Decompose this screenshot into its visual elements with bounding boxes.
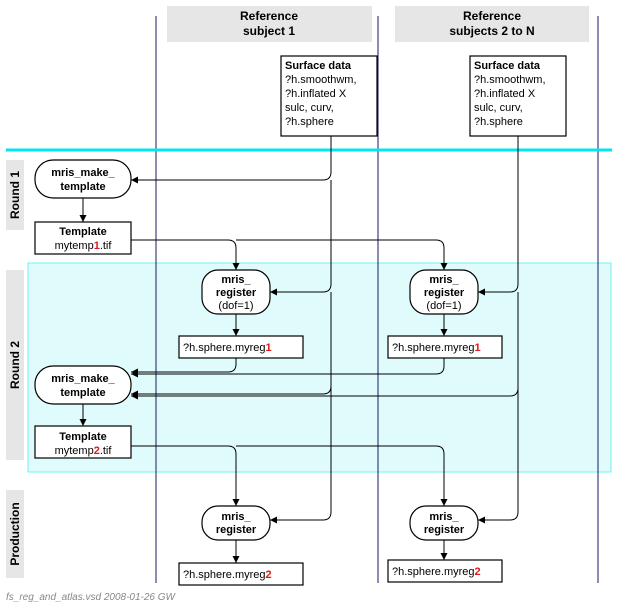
register-subject1-round2: mris_ register (dof=1): [201, 269, 271, 315]
svg-text:Surface data: Surface data: [285, 60, 352, 72]
make-template-round2: mris_make_ template: [34, 365, 132, 405]
svg-text:template: template: [60, 181, 105, 193]
svg-text:(dof=1): (dof=1): [426, 300, 461, 312]
edge: [131, 358, 445, 378]
production-label: Production: [8, 502, 22, 565]
svg-text:register: register: [424, 287, 465, 299]
svg-text:register: register: [216, 287, 257, 299]
header-subject1: [167, 6, 372, 42]
register-subjects-n-production: mris_ register: [409, 505, 479, 541]
svg-text:?h.inflated X: ?h.inflated X: [474, 88, 536, 100]
edge: [478, 136, 519, 296]
svg-text:mris_: mris_: [429, 274, 459, 286]
edge: [131, 292, 519, 400]
round2-label-box: [6, 270, 24, 460]
svg-text:?h.sphere: ?h.sphere: [474, 116, 523, 128]
round1-label-box: [6, 160, 24, 230]
surface-data-subjects-n: Surface data ?h.smoothwm, ?h.inflated X …: [469, 55, 567, 137]
svg-text:mris_make_: mris_make_: [51, 167, 115, 179]
edge: [131, 239, 240, 270]
sphere-reg-subject1-round2: ?h.sphere.myreg1: [178, 335, 304, 359]
header-subjects-n-line2: subjects 2 to N: [449, 24, 534, 38]
production-label-box: [6, 490, 24, 578]
edge: [236, 239, 448, 270]
make-template-round1: mris_make_ template: [34, 159, 132, 199]
template-round2: Template mytemp2.tif: [34, 425, 132, 459]
register-subject1-production: mris_ register: [201, 505, 271, 541]
sphere-reg-subjects-n-round2: ?h.sphere.myreg1: [387, 335, 503, 359]
svg-text:mris_: mris_: [429, 511, 459, 523]
svg-text:Template: Template: [59, 431, 106, 443]
footer-caption: fs_reg_and_atlas.vsd 2008-01-26 GW: [6, 592, 177, 603]
svg-text:(dof=1): (dof=1): [218, 300, 253, 312]
svg-text:?h.sphere.myreg1: ?h.sphere.myreg1: [392, 342, 481, 354]
svg-text:Template: Template: [59, 226, 106, 238]
edges: [79, 136, 519, 563]
header-subject1-line1: Reference: [240, 9, 298, 23]
template-round1: Template mytemp1.tif: [34, 221, 132, 255]
round2-label: Round 2: [8, 341, 22, 389]
edge: [270, 292, 332, 524]
header-subjects-n: [395, 6, 589, 42]
edge: [236, 445, 448, 506]
svg-text:sulc, curv,: sulc, curv,: [474, 102, 523, 114]
edge: [131, 358, 237, 376]
header-subjects-n-line1: Reference: [463, 9, 521, 23]
edge: [131, 136, 332, 184]
edge: [131, 292, 332, 398]
svg-text:Surface data: Surface data: [474, 60, 541, 72]
surface-data-subject1: Surface data ?h.smoothwm, ?h.inflated X …: [280, 55, 378, 137]
svg-text:?h.sphere.myreg1: ?h.sphere.myreg1: [183, 342, 272, 354]
edge: [270, 180, 332, 296]
svg-text:?h.sphere.myreg2: ?h.sphere.myreg2: [183, 569, 272, 581]
svg-text:sulc, curv,: sulc, curv,: [285, 102, 334, 114]
svg-text:mris_: mris_: [221, 274, 251, 286]
svg-text:mytemp2.tif: mytemp2.tif: [55, 445, 113, 457]
svg-text:?h.smoothwm,: ?h.smoothwm,: [474, 74, 546, 86]
svg-text:mytemp1.tif: mytemp1.tif: [55, 240, 113, 252]
edge: [478, 292, 519, 524]
svg-text:?h.smoothwm,: ?h.smoothwm,: [285, 74, 357, 86]
svg-text:?h.inflated X: ?h.inflated X: [285, 88, 347, 100]
sphere-reg-subject1-production: ?h.sphere.myreg2: [178, 562, 304, 586]
register-subjects-n-round2: mris_ register (dof=1): [409, 269, 479, 315]
svg-text:?h.sphere.myreg2: ?h.sphere.myreg2: [392, 566, 481, 578]
svg-text:register: register: [216, 524, 257, 536]
svg-text:mris_: mris_: [221, 511, 251, 523]
svg-text:template: template: [60, 387, 105, 399]
svg-text:?h.sphere: ?h.sphere: [285, 116, 334, 128]
sphere-reg-subjects-n-production: ?h.sphere.myreg2: [387, 559, 503, 583]
edge: [131, 445, 240, 506]
header-subject1-line2: subject 1: [243, 24, 295, 38]
svg-text:register: register: [424, 524, 465, 536]
svg-text:mris_make_: mris_make_: [51, 373, 115, 385]
round1-label: Round 1: [8, 171, 22, 219]
